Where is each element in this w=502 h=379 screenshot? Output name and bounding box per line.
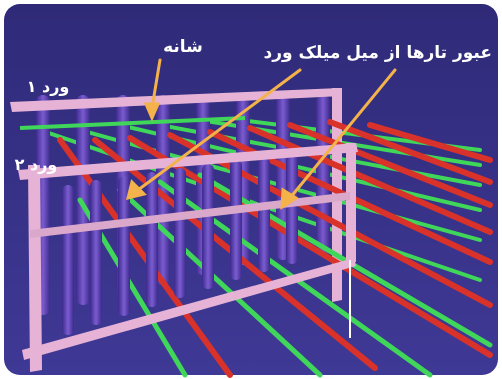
passage-label: عبور تارها از میل میلک ورد xyxy=(264,43,492,63)
heddle-2-label: ورد ۲ xyxy=(15,155,58,174)
heddle-2-bars xyxy=(62,154,298,335)
comb-label: شانه xyxy=(163,37,203,57)
arrow-to-heddle-eye-1 xyxy=(136,68,302,192)
arrow-to-comb xyxy=(150,58,162,110)
heddle-1-label: ورد ۱ xyxy=(27,77,70,96)
annotation-arrows xyxy=(125,58,397,210)
heddle-frame-2 xyxy=(18,143,358,372)
arrow-to-heddle-eye-2 xyxy=(288,68,397,200)
